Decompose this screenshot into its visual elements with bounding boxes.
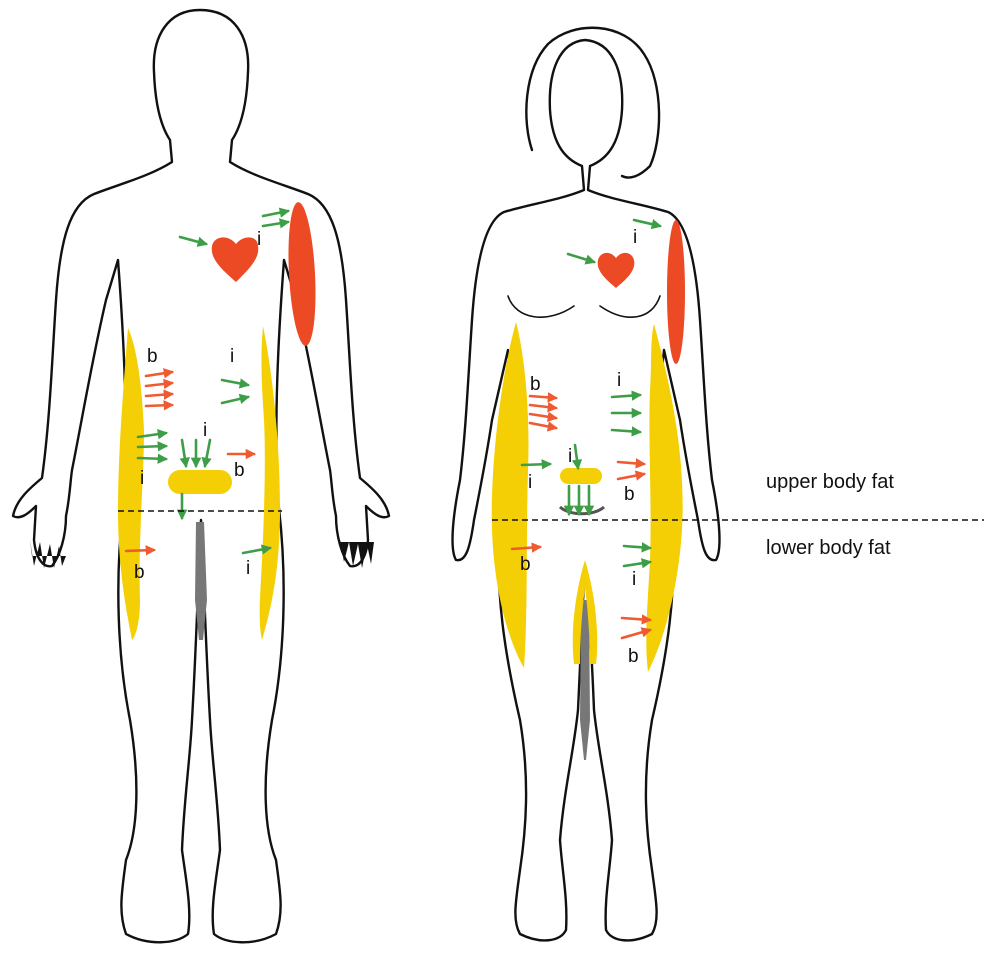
female-subcutaneous-fat-right <box>646 324 682 672</box>
label-i: i <box>203 420 207 441</box>
label-i: i <box>633 227 637 248</box>
female-subcutaneous-fat-left <box>492 322 529 668</box>
male-arm-muscle <box>285 201 319 346</box>
label-b: b <box>530 374 541 395</box>
label-b: b <box>147 346 158 367</box>
female-chest-outline <box>508 296 660 317</box>
male-visceral-fat <box>168 470 232 494</box>
label-i: i <box>568 446 572 467</box>
lower-body-fat-label: lower body fat <box>766 537 891 560</box>
female-hair-outline-icon <box>526 28 659 178</box>
label-b: b <box>134 562 145 583</box>
label-i: i <box>257 229 261 250</box>
male-heart-icon <box>212 237 259 282</box>
label-b: b <box>628 646 639 667</box>
female-crotch-shading <box>580 600 590 760</box>
label-b: b <box>520 554 531 575</box>
label-i: i <box>140 468 144 489</box>
female-figure: i b i i i b b i b <box>453 28 720 941</box>
label-b: b <box>234 460 245 481</box>
male-figure: i b i i i b b i <box>13 10 389 942</box>
female-visceral-fat <box>560 468 602 484</box>
label-i: i <box>230 346 234 367</box>
label-i: i <box>246 558 250 579</box>
label-i: i <box>632 569 636 590</box>
female-arm-muscle <box>667 220 685 364</box>
label-i: i <box>528 472 532 493</box>
female-heart-icon <box>598 253 635 288</box>
label-b: b <box>624 484 635 505</box>
upper-body-fat-label: upper body fat <box>766 471 894 494</box>
female-navel-mark <box>560 507 604 514</box>
label-i: i <box>617 370 621 391</box>
